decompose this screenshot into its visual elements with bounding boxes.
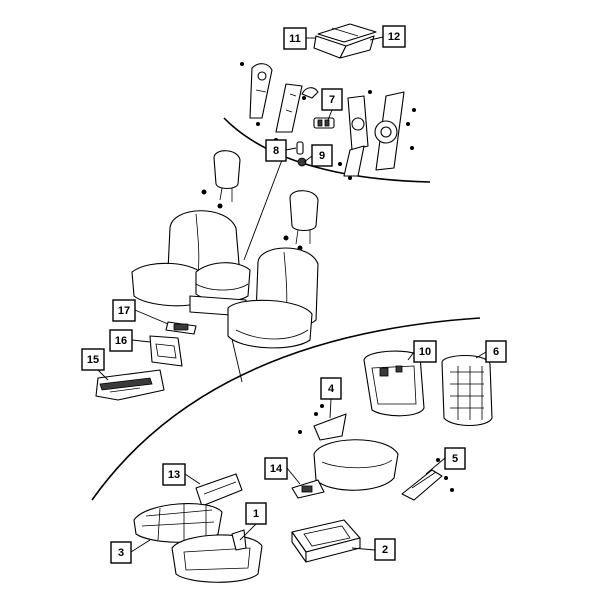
callout-2-label: 2: [382, 544, 388, 556]
callout-14: 14: [264, 457, 301, 485]
callout-8-box: [265, 139, 287, 162]
callout-15-label: 15: [87, 354, 99, 366]
callout-4-box: [320, 377, 342, 400]
recliner-right: [338, 90, 372, 180]
callout-1: 1: [239, 502, 267, 541]
seatback-frame-10: [363, 350, 425, 417]
callout-16-label: 16: [115, 335, 127, 347]
callout-7: 7: [321, 88, 343, 121]
callout-17-box: [112, 299, 136, 322]
callout-6-leader: [475, 351, 487, 359]
callout-3: 3: [110, 539, 151, 564]
callout-6-box: [485, 340, 507, 363]
callout-13-label: 13: [168, 469, 180, 481]
callout-12-box: [382, 25, 406, 48]
callout-12-leader: [369, 36, 384, 41]
callout-15-leader: [97, 369, 109, 381]
callout-14-box: [264, 457, 288, 480]
callout-4: 4: [320, 377, 342, 419]
callout-3-box: [110, 541, 132, 564]
callout-7-leader: [327, 109, 333, 121]
upper-divider-arc: [223, 117, 431, 183]
cushion-bracket-5: [401, 458, 454, 501]
callout-3-label: 3: [118, 547, 124, 559]
callout-1-label: 1: [253, 508, 259, 520]
callout-6-label: 6: [493, 346, 499, 358]
callout-16-box: [109, 329, 133, 352]
callout-16-leader: [131, 339, 151, 343]
callout-8: 8: [265, 139, 297, 162]
callout-16: 16: [109, 329, 151, 352]
headrest-right: [283, 190, 319, 251]
callout-13: 13: [162, 463, 201, 486]
callout-12: 12: [369, 25, 406, 48]
callout-17-label: 17: [118, 305, 130, 317]
callout-15: 15: [81, 348, 109, 381]
small-fittings: [296, 141, 307, 167]
cushion-bracket-4: [298, 404, 347, 441]
callout-10: 10: [407, 340, 437, 363]
callout-14-leader: [286, 467, 301, 485]
seatback-spring-6: [441, 354, 493, 427]
callout-7-label: 7: [329, 94, 335, 106]
callout-1-box: [245, 502, 267, 525]
recliner-mechanism: [374, 91, 416, 171]
headrest-left: [201, 150, 241, 209]
callout-2-box: [374, 538, 396, 561]
callout-13-box: [162, 463, 186, 486]
callout-13-leader: [184, 473, 201, 485]
callout-10-box: [413, 340, 437, 363]
console-bracket-16: [149, 335, 183, 367]
callout-8-label: 8: [273, 145, 279, 157]
cushion-pad-13: [195, 473, 243, 507]
callout-2: 2: [351, 538, 396, 561]
callout-10-leader: [407, 351, 415, 361]
seat-frame-1: [171, 529, 263, 583]
callout-1-leader: [239, 523, 257, 541]
callout-5-leader: [425, 457, 446, 475]
callout-9-box: [311, 144, 333, 167]
callout-5-box: [444, 447, 466, 470]
callout-11-box: [283, 27, 307, 50]
callout-9-leader: [303, 155, 313, 163]
storage-tray-2: [291, 519, 361, 563]
left-hinge-bracket: [240, 62, 273, 126]
callout-11: 11: [283, 27, 316, 50]
seat-track-15: [95, 369, 165, 401]
callout-2-leader: [351, 547, 376, 551]
callout-4-label: 4: [328, 383, 335, 395]
callout-9-label: 9: [319, 150, 325, 162]
console-trim-17: [165, 321, 197, 335]
callout-8-leader: [285, 147, 297, 151]
cushion-latch-14: [291, 479, 325, 499]
callout-6: 6: [475, 340, 507, 363]
recliner-left: [274, 83, 306, 142]
lower-divider-arc: [91, 317, 481, 501]
seat-cover-3: [133, 503, 223, 543]
callout-11-label: 11: [289, 33, 301, 45]
callout-12-label: 12: [388, 31, 400, 43]
callout-14-label: 14: [270, 463, 283, 475]
adjuster-clip: [301, 87, 335, 129]
callout-7-box: [321, 88, 343, 111]
seatback-panels: [313, 23, 377, 59]
callout-17-leader: [134, 309, 169, 325]
bench-seat: [131, 210, 319, 349]
seat-cushion-foam: [313, 439, 399, 491]
callout-5: 5: [425, 447, 466, 475]
upper-connector-line: [243, 159, 283, 261]
callout-15-box: [81, 348, 105, 371]
callout-9: 9: [303, 144, 333, 167]
callout-3-leader: [130, 539, 151, 553]
callout-4-leader: [329, 398, 332, 419]
callout-17: 17: [112, 299, 169, 325]
callout-5-label: 5: [452, 453, 458, 465]
callout-10-label: 10: [419, 346, 431, 358]
